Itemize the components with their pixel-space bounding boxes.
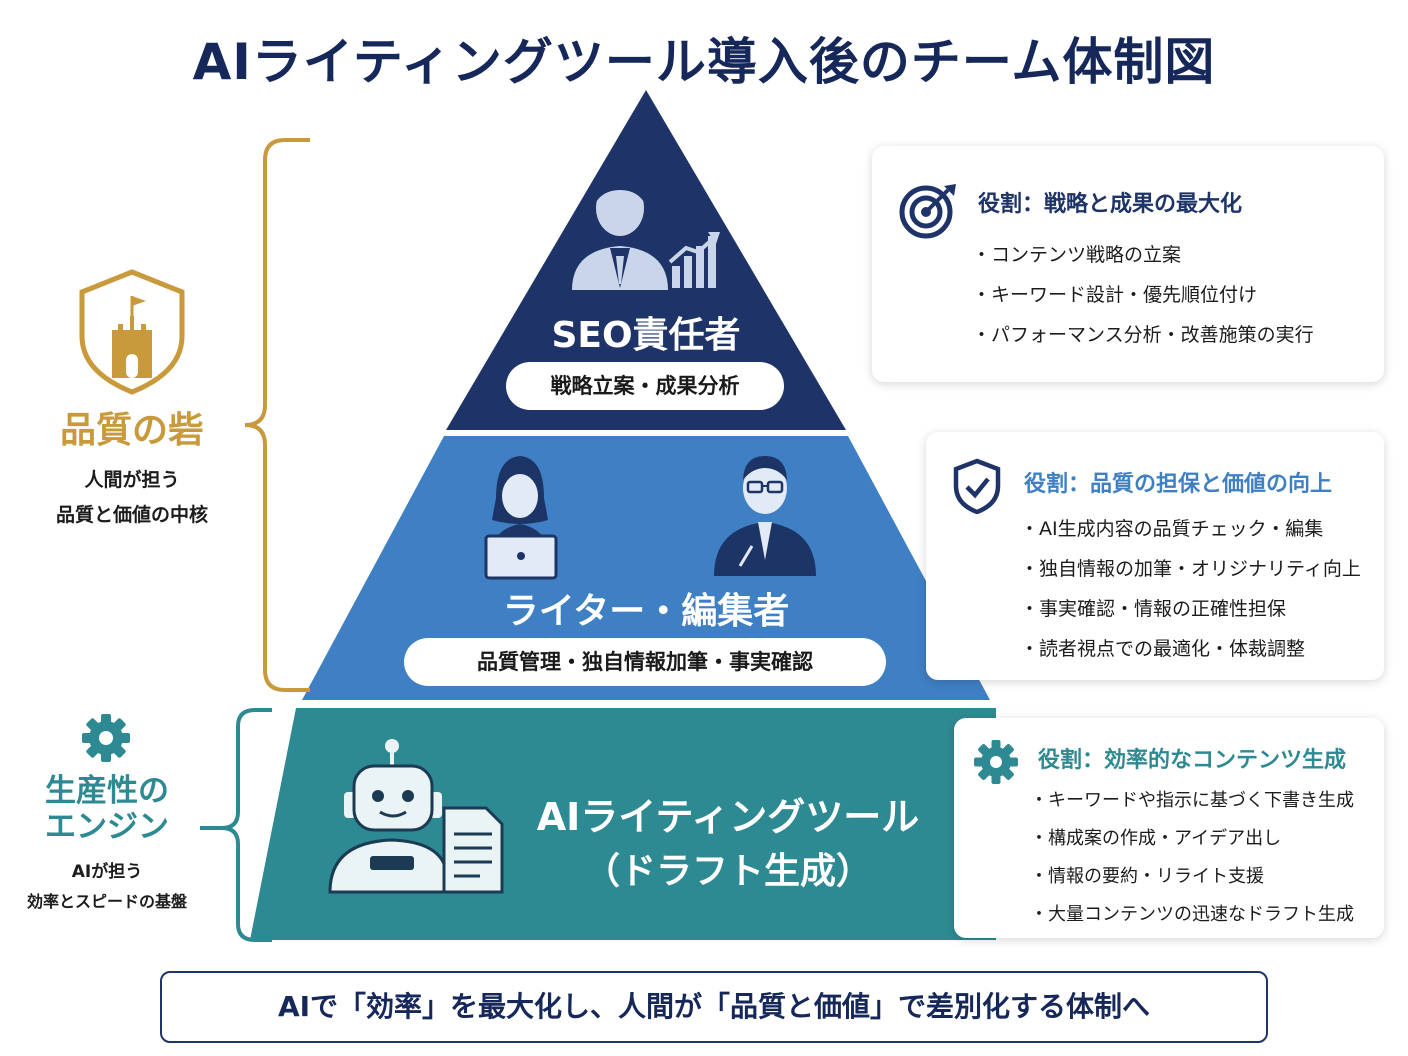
quality-bracket (244, 138, 310, 692)
tier-ai-title2: （ドラフト生成） (583, 851, 872, 892)
role-card-writer: 役割：品質の担保と価値の向上 ・AI生成内容の品質チェック・編集 ・独自情報の加… (926, 432, 1384, 680)
role-card-ai-item: ・情報の要約・リライト支援 (1030, 866, 1264, 887)
role-card-writer-item: ・AI生成内容の品質チェック・編集 (1020, 518, 1324, 540)
tier-writer-title: ライター・編集者 (502, 591, 790, 632)
tier-seo-title: SEO責任者 (551, 315, 741, 356)
role-card-ai-title: 役割：効率的なコンテンツ生成 (1038, 748, 1347, 773)
role-card-seo-item: ・コンテンツ戦略の立案 (972, 244, 1182, 266)
card-writer-tail (893, 490, 928, 540)
role-card-seo-item: ・キーワード設計・優先順位付け (972, 284, 1258, 306)
shield-check-icon (953, 458, 1001, 514)
page-title: AIライティングツール導入後のチーム体制図 (192, 33, 1216, 91)
robot-with-document-icon (328, 739, 504, 894)
role-card-ai-item: ・キーワードや指示に基づく下書き生成 (1030, 790, 1354, 811)
card-seo-tail (795, 220, 876, 290)
tier-seo-pill: 戦略立案・成果分析 (506, 362, 784, 410)
engine-label-block: 生産性の エンジン AIが担う 効率とスピードの基盤 (0, 773, 214, 912)
tier-writer-shape (302, 436, 990, 700)
tier-writer-pill: 品質管理・独自情報加筆・事実確認 (404, 638, 886, 686)
role-card-seo-title: 役割：戦略と成果の最大化 (978, 192, 1243, 217)
role-card-writer-item: ・事実確認・情報の正確性担保 (1020, 598, 1287, 620)
role-card-writer-title: 役割：品質の担保と価値の向上 (1024, 472, 1333, 497)
writer-icon (484, 456, 558, 580)
role-card-ai-item: ・大量コンテンツの迅速なドラフト生成 (1030, 904, 1354, 925)
engine-title2: エンジン (45, 808, 169, 845)
quality-title: 品質の砦 (59, 410, 204, 451)
role-card-seo-item: ・パフォーマンス分析・改善施策の実行 (972, 324, 1314, 346)
engine-sub1: AIが担う (71, 862, 143, 883)
engine-gear-icon (82, 714, 130, 762)
engine-sub2: 効率とスピードの基盤 (26, 892, 187, 912)
tier-ai-title1: AIライティングツール (536, 795, 920, 839)
quality-sub2: 品質と価値の中核 (55, 504, 208, 527)
role-card-seo: 役割：戦略と成果の最大化 ・コンテンツ戦略の立案 ・キーワード設計・優先順位付け… (872, 146, 1384, 382)
role-card-ai-item: ・構成案の作成・アイデア出し (1030, 828, 1282, 849)
quality-sub1: 人間が担う (84, 469, 180, 492)
role-card-ai: 役割：効率的なコンテンツ生成 ・キーワードや指示に基づく下書き生成 ・構成案の作… (954, 718, 1384, 938)
manager-with-chart-icon (572, 178, 720, 290)
gear-icon (974, 740, 1018, 784)
editor-icon (714, 456, 816, 576)
summary-banner: AIで「効率」を最大化し、人間が「品質と価値」で差別化する体制へ (160, 971, 1268, 1043)
role-card-writer-item: ・読者視点での最適化・体裁調整 (1020, 638, 1306, 660)
target-icon (899, 184, 956, 239)
role-card-writer-item: ・独自情報の加筆・オリジナリティ向上 (1020, 558, 1361, 580)
engine-title1: 生産性の (45, 773, 169, 809)
quality-label-block: 品質の砦 人間が担う 品質と価値の中核 (20, 410, 244, 527)
castle-shield-icon (79, 269, 185, 395)
